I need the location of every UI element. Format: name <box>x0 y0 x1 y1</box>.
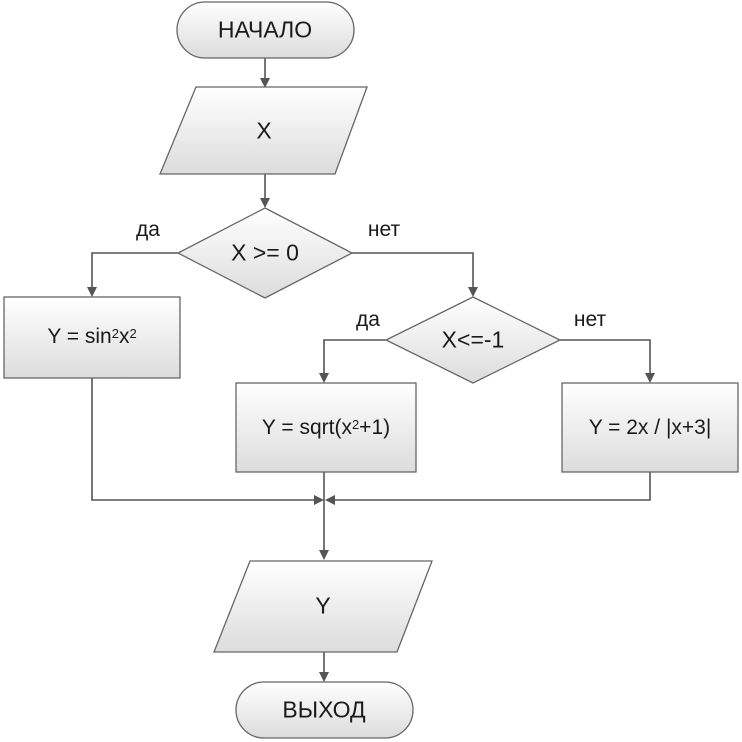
start-terminator <box>176 1 355 59</box>
cond1-label: X >= 0 <box>231 239 299 266</box>
connector-cond2-no <box>560 339 655 383</box>
connector-calc3-merge <box>325 472 651 505</box>
cond1-yes-label: да <box>136 218 160 241</box>
cond2-yes-label: да <box>356 308 380 331</box>
process-calc2 <box>235 382 417 473</box>
output-parallelogram <box>213 560 433 653</box>
calc2-label: Y = sqrt(x2+1) <box>262 416 390 440</box>
calc2-tail: +1) <box>359 416 391 439</box>
cond2-label: X<=-1 <box>441 326 505 353</box>
process-calc1 <box>3 296 181 379</box>
connector-cond1-yes <box>87 252 178 297</box>
connector-cond2-yes <box>319 339 386 383</box>
end-label: ВЫХОД <box>282 696 366 723</box>
start-label: НАЧАЛО <box>217 16 313 43</box>
calc1-exp2: 2 <box>129 326 137 342</box>
calc3-label: Y = 2x / |x+3| <box>588 416 712 439</box>
input-label: X <box>256 117 272 144</box>
calc1-mid: x <box>118 325 130 348</box>
calc1-label: Y = sin2x2 <box>47 325 136 349</box>
shapes <box>3 1 739 739</box>
output-label: Y <box>315 592 331 619</box>
calc2-exp1: 2 <box>351 417 360 433</box>
input-parallelogram <box>159 86 368 175</box>
connector-cond1-no <box>352 252 478 297</box>
calc2-lead: Y = sqrt(x <box>261 416 352 439</box>
connectors <box>87 58 655 682</box>
cond1-no-label: нет <box>367 218 401 241</box>
decision-x-gte-0 <box>176 207 354 299</box>
calc1-lead: Y = sin <box>47 325 112 348</box>
end-terminator <box>235 681 414 739</box>
decision-x-lte-minus1 <box>384 296 562 384</box>
cond2-no-label: нет <box>573 308 607 331</box>
connector-calc1-merge <box>91 378 324 505</box>
calc1-exp1: 2 <box>111 326 119 342</box>
process-calc3 <box>561 382 739 473</box>
